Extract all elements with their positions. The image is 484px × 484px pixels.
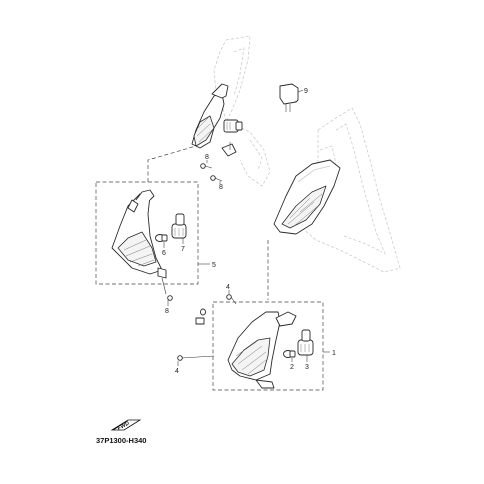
flasher-relay bbox=[279, 83, 304, 112]
screw-8-upper bbox=[200, 163, 213, 169]
callout-box-1 bbox=[212, 301, 324, 391]
callout-4-upper: 4 bbox=[226, 284, 230, 291]
lower-flasher-bulb bbox=[283, 350, 296, 358]
screw-8-middle bbox=[210, 175, 223, 182]
ghost-front-cowl bbox=[213, 35, 271, 187]
callout-4-lower: 4 bbox=[175, 368, 179, 375]
callout-9: 9 bbox=[304, 88, 308, 95]
clip-4 bbox=[195, 317, 205, 325]
upper-mount-bracket bbox=[221, 142, 237, 157]
left-bulb-socket bbox=[171, 213, 187, 239]
right-flasher-lens bbox=[273, 159, 341, 235]
lower-bulb-socket bbox=[297, 329, 314, 356]
callout-5: 5 bbox=[212, 262, 216, 269]
callout-8-upper: 8 bbox=[205, 154, 209, 161]
left-flasher-lens bbox=[111, 189, 163, 275]
upper-flasher-assembly bbox=[191, 83, 243, 157]
callout-3: 3 bbox=[305, 364, 309, 371]
callout-6: 6 bbox=[162, 250, 166, 257]
left-flasher-bulb bbox=[155, 234, 168, 242]
screw-4-upper bbox=[226, 294, 237, 305]
screw-8-lower bbox=[167, 295, 173, 306]
screw-4-lower bbox=[177, 355, 215, 361]
drawing-code: 37P1300-H340 bbox=[96, 436, 146, 445]
callout-7: 7 bbox=[181, 246, 185, 253]
link-upper-to-left bbox=[147, 145, 197, 182]
callout-8-lower: 8 bbox=[165, 308, 169, 315]
left-mount-stay bbox=[157, 267, 167, 295]
callout-8-middle: 8 bbox=[219, 184, 223, 191]
callout-box-5 bbox=[95, 181, 199, 285]
fwd-label: FWD bbox=[117, 420, 131, 431]
washer-4 bbox=[200, 308, 206, 316]
callout-1: 1 bbox=[332, 350, 336, 357]
upper-bulb-socket bbox=[223, 119, 243, 133]
lower-flasher-lens bbox=[227, 311, 297, 389]
callout-2: 2 bbox=[290, 364, 294, 371]
fwd-direction-badge: FWD bbox=[110, 419, 142, 432]
